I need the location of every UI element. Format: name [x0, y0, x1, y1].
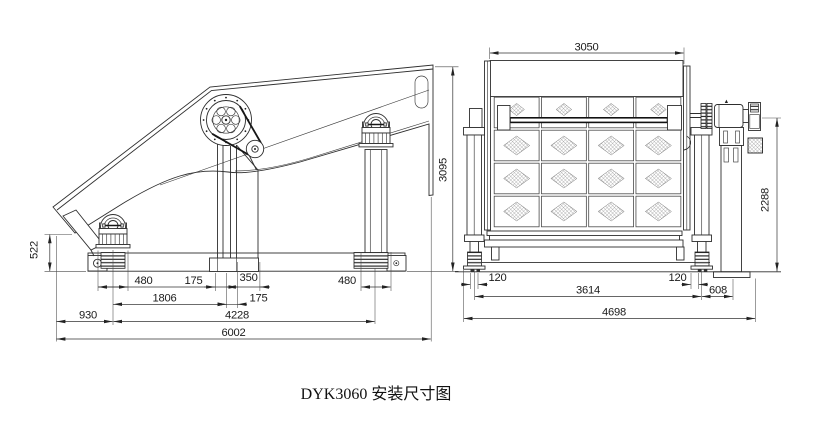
leg-spring-stack	[467, 251, 482, 267]
dim-motor-height: 2288	[760, 188, 772, 212]
feed-end-slot	[414, 75, 429, 109]
side-view-dimensions: 522 3095 480 175 350 480 1806 17	[29, 66, 459, 342]
dim-front-offset: 930	[79, 310, 97, 322]
screen-mesh-panel	[493, 129, 540, 162]
body-top-edge	[56, 68, 434, 211]
dim-left-span: 1806	[152, 292, 176, 304]
belt-drive	[211, 105, 265, 171]
backstop-gear	[747, 137, 763, 154]
center-support-column	[209, 143, 259, 272]
flywheel-holes	[211, 106, 241, 134]
dim-overall-height: 3095	[438, 158, 450, 182]
leg-spring-stack	[694, 251, 710, 267]
coupling	[706, 103, 713, 129]
side-plate-right	[683, 65, 691, 231]
vibrator-flywheel	[200, 94, 252, 146]
dim-gap-a: 175	[184, 275, 202, 287]
motor-pedestal	[720, 145, 742, 273]
lower-deck-line	[234, 120, 430, 172]
dim-support-span: 4228	[225, 310, 249, 322]
dim-left-bolt-span: 480	[134, 275, 152, 287]
pedestal-base	[713, 271, 751, 278]
dim-gap-b: 175	[249, 293, 267, 305]
drawing-title: DYK3060 安装尺寸图	[301, 385, 452, 403]
screen-mesh-panel	[588, 129, 635, 162]
eyebolt-icon	[724, 99, 728, 103]
support-leg-right	[690, 127, 713, 272]
screen-mesh-panel	[541, 162, 587, 195]
screen-mesh-panel	[493, 162, 540, 195]
side-plate-left	[484, 60, 491, 231]
dim-right-bolt-span: 120	[668, 272, 686, 284]
end-view: 3050 2288 120 120 3614 608 4698	[455, 42, 781, 322]
dim-screen-width: 3050	[574, 42, 598, 54]
spring-isolator-left	[95, 213, 131, 249]
hose-hook	[683, 135, 691, 151]
vibrator-shaft	[497, 105, 682, 131]
screen-mesh-panel	[635, 195, 682, 228]
upper-deck-line	[159, 89, 430, 186]
bearing-block-left	[497, 105, 511, 131]
screen-mesh-panel	[541, 129, 587, 162]
end-view-dimensions: 3050 2288 120 120 3614 608 4698	[461, 42, 781, 322]
screen-mesh-panel	[588, 96, 635, 129]
dim-discharge-height: 522	[29, 241, 41, 259]
screen-mesh-panel	[635, 129, 682, 162]
screen-mesh-panel	[588, 195, 635, 228]
column-base	[209, 257, 259, 272]
dim-column-width: 350	[240, 272, 258, 284]
dim-right-bolt-span: 480	[338, 275, 356, 287]
support-column-right	[364, 149, 388, 254]
dim-left-bolt-span: 120	[488, 272, 506, 284]
rubber-pad-right	[353, 252, 389, 269]
coupling	[700, 103, 707, 129]
dim-motor-offset: 608	[709, 285, 727, 297]
bearing-block-right	[667, 105, 682, 131]
screen-body	[52, 64, 434, 257]
side-view: 522 3095 480 175 350 480 1806 17	[29, 64, 459, 342]
dim-support-span: 3614	[576, 285, 600, 297]
screen-mesh-panel	[493, 195, 540, 228]
screen-mesh-panel	[588, 162, 635, 195]
feed-box	[489, 60, 684, 97]
screen-mesh-panel	[541, 96, 587, 129]
support-leg-left	[463, 108, 486, 272]
screen-mesh-panel	[635, 162, 682, 195]
dim-overall-length: 6002	[221, 327, 245, 339]
discharge-hopper	[482, 230, 710, 263]
dim-overall-width: 4698	[602, 307, 626, 319]
v-belt	[211, 133, 250, 156]
mesh-grid	[493, 96, 682, 228]
screen-mesh-panel	[541, 195, 587, 228]
motor-assembly	[690, 99, 763, 278]
motor-bracket	[719, 127, 744, 146]
shaft-stub	[690, 113, 701, 118]
